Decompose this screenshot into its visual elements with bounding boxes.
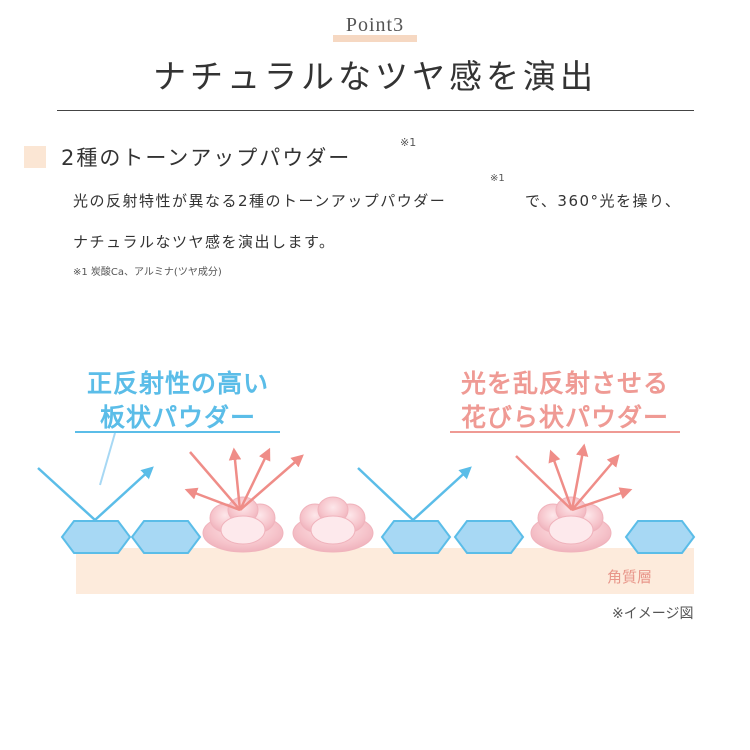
scatter-arrow xyxy=(548,449,574,511)
plate-powder-label-line1: 正反射性の高い xyxy=(86,369,269,398)
body-text-line2: ナチュラルなツヤ感を演出します。 xyxy=(73,233,336,251)
scatter-arrow xyxy=(570,443,589,511)
scatter-arrow xyxy=(184,487,241,512)
plate-label-pointer xyxy=(99,432,116,486)
subheading: 2種のトーンアップパウダー xyxy=(61,146,352,170)
scatter-arrow xyxy=(571,487,633,512)
incident-light-arrow xyxy=(37,467,96,521)
reflected-light-arrow xyxy=(412,466,472,521)
page-title: ナチュラルなツヤ感を演出 xyxy=(153,57,597,96)
scatter-arrow xyxy=(228,447,242,511)
subheading-note-mark: ※1 xyxy=(400,136,417,149)
scatter-arrow xyxy=(515,455,573,511)
plate-powder xyxy=(624,520,696,554)
scatter-arrow xyxy=(239,454,304,511)
plate-powder xyxy=(453,520,525,554)
plate-powder-label-line2: 板状パウダー xyxy=(99,403,256,432)
scatter-arrow xyxy=(571,454,620,511)
plate-powder xyxy=(130,520,202,554)
scatter-arrow xyxy=(189,451,241,511)
reflected-light-arrow xyxy=(94,466,154,521)
body-note-mark: ※1 xyxy=(490,173,505,184)
stratum-corneum-label: 角質層 xyxy=(607,568,653,586)
body-text-line1-part1: 光の反射特性が異なる2種のトーンアップパウダー xyxy=(73,192,447,210)
powder-diagram xyxy=(37,431,696,594)
point-underline xyxy=(333,35,417,42)
image-note: ※イメージ図 xyxy=(612,606,694,622)
petal-powder-label-line1: 光を乱反射させる xyxy=(460,369,669,398)
petal-powder-label-line2: 花びら状パウダー xyxy=(460,403,669,432)
plate-powder xyxy=(60,520,132,554)
incident-light-arrow xyxy=(357,467,414,521)
scatter-arrow xyxy=(238,447,271,511)
subheading-square-icon xyxy=(24,146,46,168)
petal-powder xyxy=(202,496,284,553)
title-divider xyxy=(57,110,694,111)
stratum-corneum-layer xyxy=(76,548,694,594)
petal-powder xyxy=(292,496,374,553)
footnote: ※1 炭酸Ca、アルミナ(ツヤ成分) xyxy=(73,267,222,278)
point-label: Point3 xyxy=(345,14,405,36)
plate-powder xyxy=(380,520,452,554)
body-text-line1-part2: で、360°光を操り、 xyxy=(525,192,682,210)
